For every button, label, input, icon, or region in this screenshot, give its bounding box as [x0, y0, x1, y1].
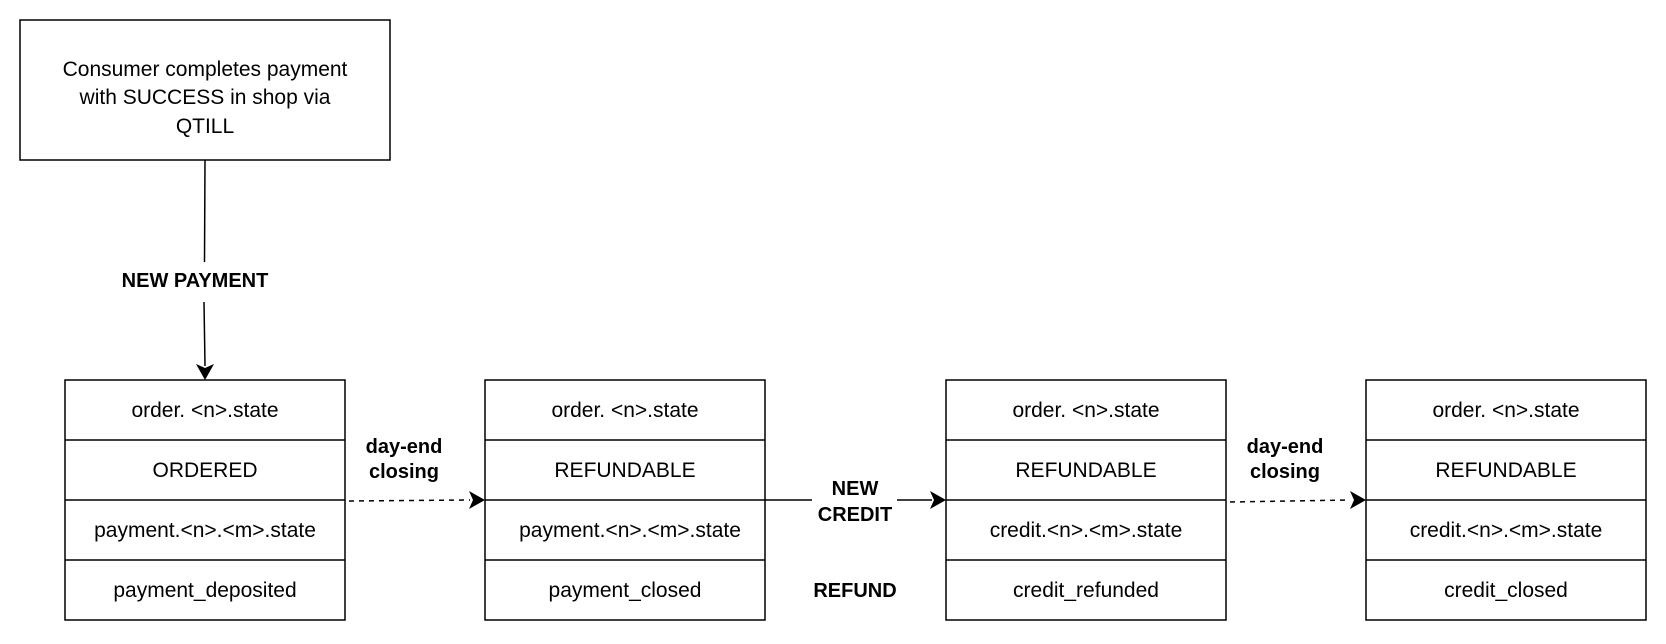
state-node-2-row-4: payment_closed [549, 579, 702, 602]
state-node-3-row-4: credit_refunded [1013, 579, 1159, 602]
edge-new-payment-line-bottom [203, 301, 206, 367]
state-node-4: order. <n>.state REFUNDABLE credit.<n>.<… [1365, 379, 1647, 621]
state-node-2-row-2: REFUNDABLE [554, 459, 695, 482]
edge-new-payment: NEW PAYMENT [122, 159, 269, 380]
edge-day-end-closing-1-arrowhead [469, 491, 485, 509]
state-node-3-row-1: order. <n>.state [1012, 399, 1159, 422]
edge-day-end-closing-2-line [1229, 499, 1351, 503]
state-node-1-row-2: ORDERED [152, 459, 257, 482]
state-node-4-row-4: credit_closed [1444, 579, 1568, 602]
state-node-4-row-1: order. <n>.state [1432, 399, 1579, 422]
state-node-1-row-4: payment_deposited [113, 579, 296, 602]
state-node-4-row-3: credit.<n>.<m>.state [1410, 519, 1603, 542]
state-node-3-row-2: REFUNDABLE [1015, 459, 1156, 482]
edge-day-end-closing-2-arrowhead [1350, 491, 1366, 509]
edge-new-payment-line-top [203, 159, 206, 263]
edge-day-end-closing-1-label-line-1: day-end [366, 436, 443, 458]
state-node-3: order. <n>.state REFUNDABLE credit.<n>.<… [945, 379, 1227, 621]
start-node-line-3: QTILL [176, 115, 234, 138]
edge-day-end-closing-2-label-line-1: day-end [1247, 436, 1324, 458]
edge-day-end-closing-1-label-line-2: closing [369, 461, 439, 483]
start-node-line-1: Consumer completes payment [63, 58, 348, 81]
edge-day-end-closing-1-line [348, 499, 471, 502]
edge-new-credit-label-line-2: CREDIT [818, 504, 892, 526]
start-node-line-2: with SUCCESS in shop via [79, 86, 331, 109]
state-node-1-row-3: payment.<n>.<m>.state [94, 519, 316, 542]
state-node-3-row-3: credit.<n>.<m>.state [990, 519, 1183, 542]
state-node-2-row-1: order. <n>.state [551, 399, 698, 422]
state-node-1-row-1: order. <n>.state [131, 399, 278, 422]
edge-day-end-closing-2-label-line-2: closing [1250, 461, 1320, 483]
edge-new-payment-label: NEW PAYMENT [122, 270, 269, 292]
edge-new-credit-arrowhead [930, 491, 946, 509]
refund-label: REFUND [813, 580, 896, 602]
edge-new-payment-arrowhead [196, 364, 214, 380]
start-node: Consumer completes payment with SUCCESS … [19, 19, 391, 161]
start-node-box [19, 19, 391, 161]
edge-new-credit-label-line-1: NEW [832, 478, 879, 500]
edge-day-end-closing-2: day-end closing [1229, 436, 1366, 509]
edge-new-credit: NEW CREDIT [765, 478, 946, 526]
state-node-4-row-2: REFUNDABLE [1435, 459, 1576, 482]
edge-day-end-closing-1: day-end closing [348, 436, 485, 509]
state-node-1: order. <n>.state ORDERED payment.<n>.<m>… [64, 379, 346, 621]
state-node-2-row-3: payment.<n>.<m>.state [519, 519, 741, 542]
state-node-2: order. <n>.state REFUNDABLE payment.<n>.… [484, 379, 766, 621]
